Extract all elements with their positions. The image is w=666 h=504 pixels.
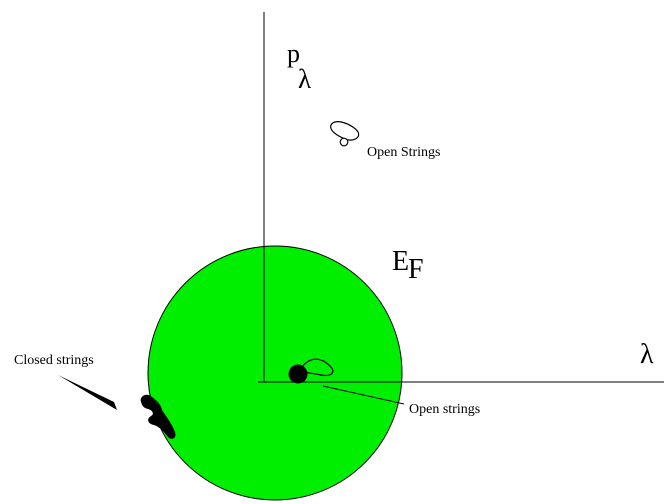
vertical-axis-label-subscript: λ [298,64,311,94]
closed-strings-label: Closed strings [14,353,94,368]
vertical-axis-label: p [287,39,300,68]
closed-strings-pointer-wedge [58,375,117,410]
fermi-sea-disk [147,245,403,501]
closed-string-blob-icon [140,394,176,439]
horizontal-axis-label: λ [640,339,654,370]
open-strings-pointer-line [322,385,405,405]
open-string-loop-icon [330,121,360,147]
fermi-energy-label-subscript: F [408,254,424,285]
open-strings-bottom-label: Open strings [409,402,480,417]
open-strings-top-label: Open Strings [367,145,441,160]
fermi-energy-label: E [392,246,409,277]
open-string-endpoint-dot [288,364,308,384]
